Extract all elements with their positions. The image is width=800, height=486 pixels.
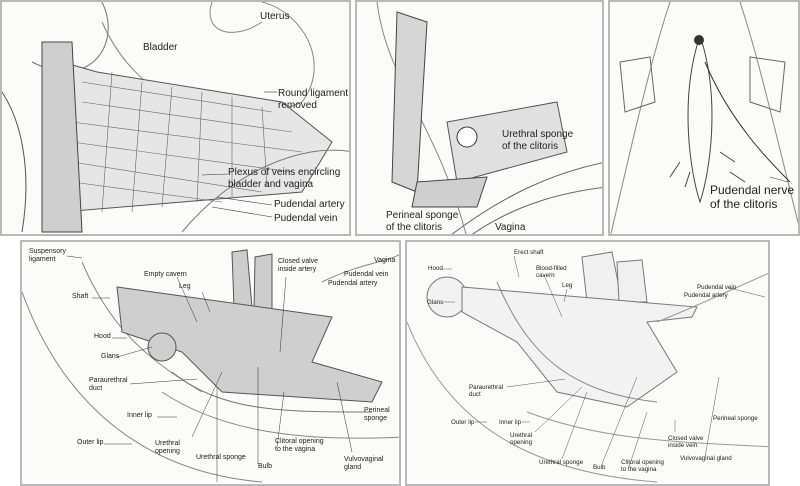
label-outer-lip: Outer lip: [451, 419, 475, 426]
label-paraurethral-duct: Paraurethral duct: [469, 384, 504, 399]
label-bladder: Bladder: [143, 42, 178, 53]
label-outer-lip: Outer lip: [77, 439, 104, 446]
label-empty-cavern: Empty cavern: [144, 271, 187, 278]
label-perineal-sponge: Perineal sponge: [713, 415, 758, 422]
label-erect-shaft: Erect shaft: [514, 249, 544, 256]
label-urethral-sponge: Urethral sponge of the clitoris: [502, 129, 574, 152]
label-inner-lip: Inner lip: [127, 412, 152, 419]
label-perineal-sponge: Perineal sponge: [364, 407, 390, 423]
label-leg: Leg: [562, 282, 573, 289]
label-shaft: Shaft: [72, 293, 89, 300]
label-pudendal-artery: Pudendal artery: [684, 292, 728, 299]
label-urethral-opening: Urethral opening: [510, 432, 533, 447]
label-vulvovaginal-gland: Vulvovaginal gland: [344, 456, 384, 472]
label-paraurethral-duct: Paraurethral duct: [89, 377, 128, 393]
label-urethral-opening: Urethral opening: [155, 440, 180, 456]
label-pudendal-vein: Pudendal vein: [274, 213, 338, 224]
label-hood: Hood: [428, 265, 443, 272]
label-perineal-sponge: Perineal sponge of the clitoris: [386, 210, 459, 233]
panel-pelvic-veins: Uterus Bladder Round ligament removed Pl…: [0, 0, 351, 236]
label-uterus: Uterus: [260, 11, 290, 22]
label-closed-valve-vein: Closed valve inside vein: [668, 435, 704, 450]
label-closed-valve-artery: Closed valve inside artery: [278, 258, 319, 274]
label-pudendal-nerve: Pudendal nerve of the clitoris: [710, 183, 795, 211]
panel-sponges: Urethral sponge of the clitoris Perineal…: [355, 0, 604, 236]
label-round-ligament: Round ligament removed: [278, 88, 349, 111]
pelvic-veins-illustration: [2, 2, 349, 233]
label-hood: Hood: [94, 333, 111, 340]
label-suspensory-ligament: Suspensory ligament: [29, 248, 66, 264]
panel-unaroused-anatomy: Suspensory ligament Empty cavern Leg Clo…: [20, 240, 401, 486]
label-urethral-sponge: Urethral sponge: [539, 459, 584, 466]
label-vulvovaginal-gland: Vulvovaginal gland: [680, 455, 732, 462]
sponges-illustration: [376, 2, 602, 234]
label-pudendal-artery: Pudendal artery: [328, 280, 378, 287]
label-pudendal-artery: Pudendal artery: [274, 199, 345, 210]
aroused-anatomy-illustration: [407, 251, 768, 483]
label-pudendal-vein: Pudendal vein: [344, 271, 389, 278]
label-glans: Glans: [101, 353, 120, 360]
label-pudendal-vein: Pudendal vein: [697, 284, 737, 291]
label-clitoral-opening: Clitoral opening to the vagina: [621, 459, 664, 474]
panel-aroused-anatomy: Erect shaft Blood-filled cavern Hood Leg…: [405, 240, 770, 486]
label-bulb: Bulb: [258, 463, 273, 470]
unaroused-anatomy-illustration: [22, 249, 399, 483]
label-vagina: Vagina: [495, 222, 526, 233]
label-inner-lip: Inner lip: [499, 419, 522, 426]
label-glans: Glans: [427, 299, 444, 306]
label-bulb: Bulb: [593, 464, 606, 471]
label-blood-filled-cavern: Blood-filled cavern: [536, 265, 567, 280]
pudendal-nerve-illustration: [610, 2, 798, 234]
label-plexus-of-veins: Plexus of veins encircling bladder and v…: [228, 167, 341, 190]
panel-pudendal-nerve: Pudendal nerve of the clitoris: [608, 0, 800, 236]
label-urethral-sponge: Urethral sponge: [196, 454, 246, 461]
label-clitoral-opening: Clitoral opening to the vagina: [275, 438, 324, 454]
label-vagina: Vagina: [374, 257, 396, 264]
label-leg: Leg: [179, 283, 191, 290]
